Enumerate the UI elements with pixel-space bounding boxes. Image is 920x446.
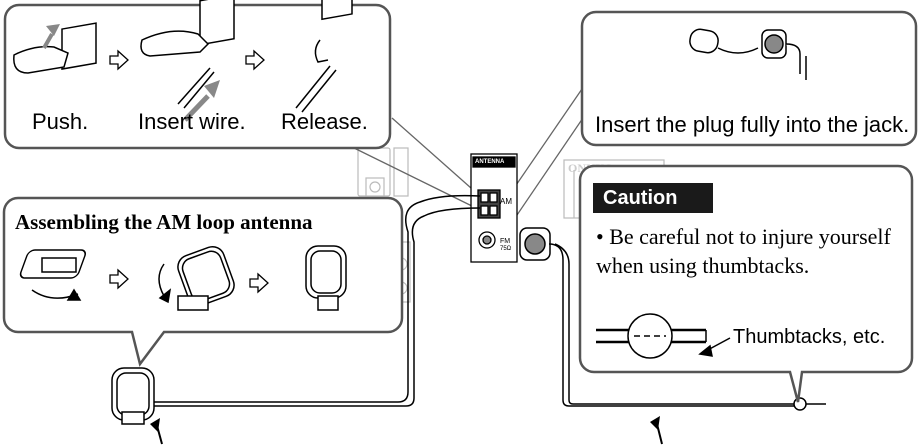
am-assembly-title: Assembling the AM loop antenna (15, 210, 313, 234)
push-step-illustration (13, 22, 97, 74)
fm-antenna-pointer-arrow-icon (650, 416, 663, 445)
thumbtack-illustration (596, 313, 731, 359)
next-arrow-icon (109, 268, 129, 290)
caution-heading: Caution (593, 183, 713, 213)
release-illustration (295, 0, 353, 113)
fm-terminal-label: FM (500, 238, 511, 245)
am-antenna-pointer-arrow-icon (150, 418, 163, 445)
insert-wire-illustration (140, 0, 235, 122)
antenna-heading: ANTENNA (475, 159, 505, 165)
step-push-label: Push. (32, 109, 89, 134)
am-stand-illustration (19, 249, 87, 301)
next-arrow-icon (245, 49, 265, 71)
am-assembled-illustration (305, 245, 347, 311)
step-insert-wire-label: Insert wire. (138, 109, 246, 134)
am-assembly-panel (2, 196, 404, 367)
thumbtacks-label: Thumbtacks, etc. (733, 326, 886, 348)
caution-panel (578, 164, 914, 403)
wire-steps-panel (3, 0, 392, 150)
am-fold-illustration (158, 245, 235, 311)
am-antenna-wire (111, 194, 481, 425)
next-arrow-icon (109, 49, 129, 71)
fm-impedance-label: 75Ω (500, 246, 512, 252)
fm-plug-illustration (689, 28, 807, 80)
step-release-label: Release. (281, 109, 368, 134)
caution-text: • Be careful not to injure yourself when… (596, 224, 891, 278)
next-arrow-icon (249, 272, 269, 294)
fm-instruction-text: Insert the plug fully into the jack. (595, 112, 910, 137)
fm-plug-panel (580, 10, 918, 147)
am-terminal-label: AM (500, 197, 512, 206)
